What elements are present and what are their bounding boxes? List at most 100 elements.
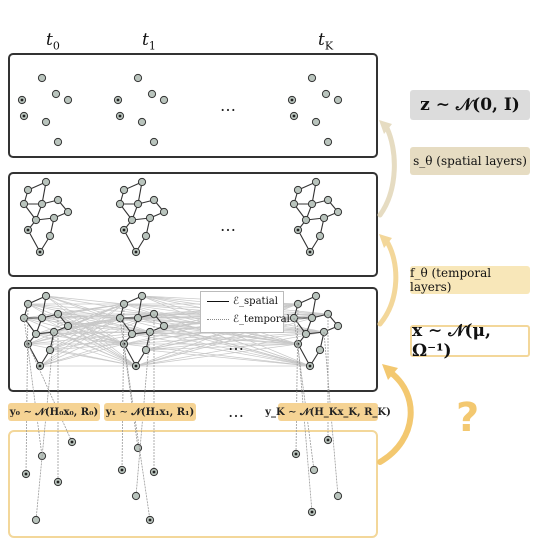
spatial-edge-0-13	[27, 229, 41, 253]
observation-link	[121, 303, 125, 471]
spatial-node-0-7	[63, 207, 73, 217]
observation-link	[25, 303, 29, 475]
time-label-t0: t0	[46, 30, 60, 53]
observation-node-1-4-core	[148, 518, 152, 522]
temporal-edge	[135, 343, 299, 367]
temporal-edge	[135, 313, 329, 367]
temporal-edge	[123, 331, 325, 345]
temporal-node-1-1	[137, 291, 147, 301]
observation-node-0-4-core	[70, 440, 74, 444]
spatial-edge-2-13	[297, 229, 311, 253]
temporal-node-2-5	[301, 329, 311, 339]
temporal-node-0-3	[37, 313, 47, 323]
temporal-edge	[131, 333, 311, 367]
temporal-node-0-10-core	[38, 364, 42, 368]
temporal-node-2-1	[311, 291, 321, 301]
spatial-node-0-5	[31, 215, 41, 225]
spatial-node-2-2	[289, 199, 299, 209]
latent-node-1-3	[159, 95, 169, 105]
latent-node-2-6	[323, 137, 333, 147]
latent-node-1-2-core	[116, 98, 120, 102]
temporal-edge	[27, 313, 155, 345]
latent-node-2-3	[333, 95, 343, 105]
temporal-node-1-5	[127, 329, 137, 339]
spatial-node-0-3	[37, 199, 47, 209]
observation-node-0-2-core	[56, 480, 60, 484]
temporal-edge	[145, 343, 299, 351]
temporal-edge-2-13	[297, 343, 311, 367]
latent-node-1-5	[137, 117, 147, 127]
temporal-node-2-9	[315, 345, 325, 355]
spatial-node-1-5	[127, 215, 137, 225]
spatial-node-0-1	[41, 177, 51, 187]
time-label-t1: t1	[142, 30, 156, 53]
temporal-edge-1-13	[123, 343, 137, 367]
inference-arrow-head	[382, 364, 398, 380]
spatial-node-2-4	[323, 195, 333, 205]
spatial-node-1-2	[115, 199, 125, 209]
temporal-edge	[39, 313, 155, 367]
spatial-node-2-7	[333, 207, 343, 217]
legend-spatial: ℰ_spatial	[207, 296, 278, 307]
spatial-node-0-8-core	[26, 228, 30, 232]
temporal-arrow-head	[379, 234, 392, 248]
question-mark: ?	[456, 395, 480, 441]
ellipsis-spatial: …	[220, 216, 238, 235]
latent-node-0-4-core	[22, 114, 26, 118]
observation-node-0-0-core	[24, 472, 28, 476]
observation-link	[295, 303, 299, 455]
latent-node-0-5	[41, 117, 51, 127]
latent-node-1-1	[147, 89, 157, 99]
temporal-layers-label: f_θ (temporal layers)	[410, 266, 530, 294]
state-prior-label: x ∼ 𝒩(μ, Ω⁻¹)	[410, 321, 530, 361]
temporal-edge	[49, 303, 125, 351]
observation-link	[297, 343, 313, 513]
spatial-node-1-1	[137, 177, 147, 187]
latent-node-2-1	[321, 89, 331, 99]
observation-node-2-4-core	[310, 510, 314, 514]
time-label-tK: tK	[318, 30, 334, 53]
temporal-node-0-1	[41, 291, 51, 301]
spatial-node-2-9	[315, 231, 325, 241]
spatial-node-1-3	[133, 199, 143, 209]
spatial-node-1-9	[141, 231, 151, 241]
temporal-node-0-5	[31, 329, 41, 339]
spatial-node-2-3	[307, 199, 317, 209]
spatial-node-0-2	[19, 199, 29, 209]
observation-node-1-3	[131, 491, 141, 501]
spatial-node-0-9	[45, 231, 55, 241]
temporal-edge	[135, 331, 325, 367]
temporal-edge	[27, 303, 125, 345]
temporal-edge	[45, 295, 155, 315]
observation-node-1-0-core	[120, 468, 124, 472]
dotted-line-icon	[207, 319, 229, 320]
spatial-node-2-0	[293, 185, 303, 195]
spatial-node-2-6	[319, 213, 329, 223]
temporal-node-1-3	[133, 313, 143, 323]
spatial-node-2-10-core	[308, 250, 312, 254]
observation-node-2-0-core	[294, 452, 298, 456]
observation-link	[23, 317, 43, 457]
spatial-node-1-0	[119, 185, 129, 195]
latent-node-0-3	[63, 95, 73, 105]
solid-line-icon	[207, 301, 229, 302]
observation-node-1-1	[133, 443, 143, 453]
spatial-node-0-6	[49, 213, 59, 223]
observation-link	[35, 331, 55, 521]
observation-node-2-1	[309, 465, 319, 475]
temporal-edge	[49, 349, 137, 367]
spatial-node-2-1	[311, 177, 321, 187]
spatial-arrow	[377, 123, 397, 218]
observation-label-1: y₁ ∼ 𝒩(H₁x₁, R₁)	[104, 403, 196, 421]
temporal-edge	[39, 317, 121, 367]
temporal-edge	[57, 303, 125, 315]
latent-node-1-6	[149, 137, 159, 147]
temporal-arrow	[377, 237, 399, 327]
temporal-node-2-3	[307, 313, 317, 323]
observation-link	[119, 317, 139, 449]
observation-link	[123, 343, 151, 521]
temporal-node-1-10-core	[134, 364, 138, 368]
edge-legend: ℰ_spatial ℰ_temporal	[200, 291, 290, 333]
spatial-node-1-8-core	[122, 228, 126, 232]
